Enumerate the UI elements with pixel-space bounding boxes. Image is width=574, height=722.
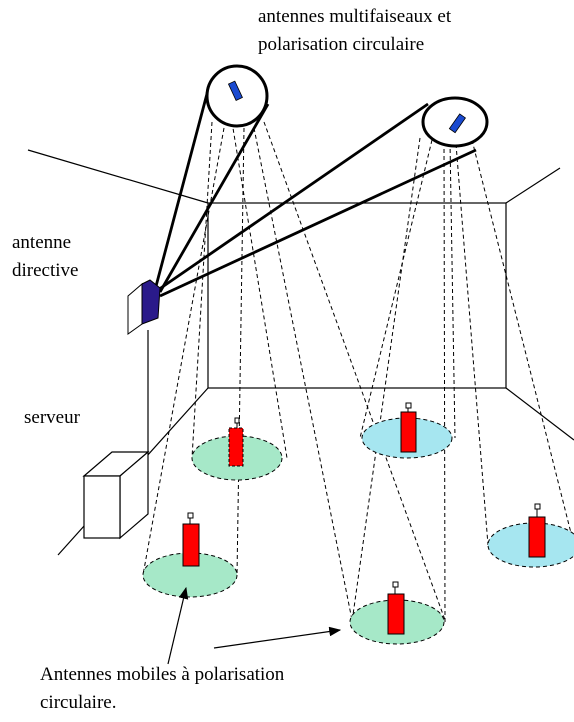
server-box <box>82 450 150 540</box>
coverage-zone-green-2 <box>142 552 238 598</box>
mobile-antenna-2 <box>400 402 417 453</box>
beams-antenna-2 <box>351 137 574 623</box>
mobile-antenna-1 <box>228 417 244 467</box>
label-directive-line2: directive <box>12 260 79 281</box>
multibeam-antenna-1 <box>205 64 269 128</box>
directive-links <box>153 89 477 298</box>
label-directive-line1: antenne <box>12 232 72 253</box>
directive-antenna <box>127 279 161 335</box>
beams-antenna-1 <box>142 121 446 621</box>
mobile-antenna-5 <box>387 581 405 635</box>
label-server: serveur <box>24 407 80 428</box>
coverage-zones <box>142 417 574 645</box>
floor-edge-right <box>505 387 574 441</box>
label-mobile-line2: circulaire. <box>40 692 117 713</box>
mobile-antenna-3 <box>182 512 200 567</box>
ceiling-edge-left <box>27 149 209 204</box>
label-multibeam-line1: antennes multifaiseaux et <box>258 6 452 27</box>
mobile-antenna-4 <box>528 503 546 558</box>
arrow-to-antenna-3 <box>167 586 189 665</box>
back-wall <box>207 202 507 389</box>
label-multibeam-line2: polarisation circulaire <box>258 34 425 55</box>
mobile-antennas <box>182 402 546 635</box>
multibeam-antenna-2 <box>421 96 489 148</box>
arrow-to-antenna-5 <box>213 626 342 649</box>
ceiling-edge-right <box>505 167 561 204</box>
label-mobile-line1: Antennes mobiles à polarisation <box>40 664 285 685</box>
pointer-arrows <box>167 586 342 665</box>
beam-source-1 <box>227 80 243 101</box>
beam-source-2 <box>448 113 466 134</box>
